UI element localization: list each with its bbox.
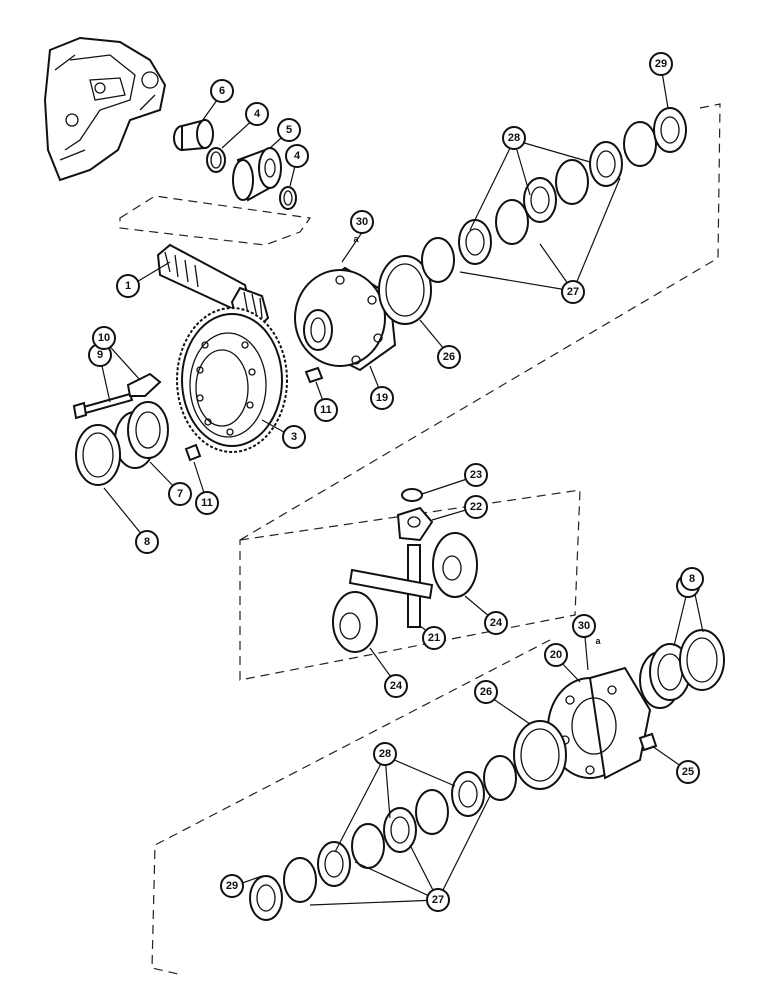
svg-text:28: 28 <box>508 132 520 144</box>
callout-26b: 26 <box>474 680 498 704</box>
svg-text:11: 11 <box>201 497 213 509</box>
svg-text:1: 1 <box>125 280 131 292</box>
callout-8b: 8 <box>680 567 704 591</box>
callout-24a: 24 <box>484 611 508 635</box>
ring-gear <box>176 307 288 453</box>
callout-10: 10 <box>92 326 116 350</box>
ring-26-lower <box>513 720 567 790</box>
svg-text:29: 29 <box>655 58 667 70</box>
callout-11b: 11 <box>195 491 219 515</box>
svg-text:7: 7 <box>177 488 183 500</box>
upper-assembly-outline <box>239 103 721 541</box>
svg-text:23: 23 <box>470 469 482 481</box>
axle-housing <box>43 36 167 182</box>
svg-text:25: 25 <box>682 766 694 778</box>
callout-5: 5 <box>277 118 301 142</box>
pin-11-upper <box>304 366 324 384</box>
clutch-pack-lower <box>249 755 517 921</box>
bearing-7-left <box>114 401 169 469</box>
svg-text:27: 27 <box>567 286 579 298</box>
bearing-5 <box>232 147 282 202</box>
callout-8a: 8 <box>135 530 159 554</box>
pinion-group-outline <box>119 195 312 246</box>
svg-text:28: 28 <box>379 748 391 760</box>
diff-case-20 <box>547 666 652 780</box>
svg-text:29: 29 <box>226 880 238 892</box>
callout-4b: 4 <box>285 144 309 168</box>
callout-23: 23 <box>464 463 488 487</box>
spider-shaft-21 <box>348 544 434 628</box>
svg-text:8: 8 <box>689 573 695 585</box>
side-gear-24-right <box>432 532 478 598</box>
svg-text:22: 22 <box>470 501 482 513</box>
svg-text:9: 9 <box>97 349 103 361</box>
bearing-cup-8-left <box>75 424 121 486</box>
pin-11-lower <box>184 443 202 462</box>
callout-4a: 4 <box>245 102 269 126</box>
callout-27b: 27 <box>426 888 450 912</box>
callout-28b: 28 <box>373 742 397 766</box>
clutch-pack-upper <box>421 107 687 283</box>
callout-30b: 30 <box>572 614 596 638</box>
svg-text:30: 30 <box>578 620 590 632</box>
ring-26-upper <box>378 255 432 325</box>
callouts: 1 3 4 4 5 6 7 7 8 8 9 10 11 11 19 20 21 … <box>88 52 704 912</box>
svg-text:24: 24 <box>490 617 503 629</box>
callout-25: 25 <box>676 760 700 784</box>
callout-22: 22 <box>464 495 488 519</box>
svg-text:4: 4 <box>254 108 261 120</box>
svg-text:21: 21 <box>428 632 440 644</box>
shim-4-upper <box>206 147 226 173</box>
note-30-upper: a <box>353 234 359 244</box>
callout-1: 1 <box>116 274 140 298</box>
svg-text:27: 27 <box>432 894 444 906</box>
callout-19: 19 <box>370 386 394 410</box>
bearing-cup-8-right <box>679 629 725 691</box>
svg-text:8: 8 <box>144 536 150 548</box>
callout-29b: 29 <box>220 874 244 898</box>
note-30-lower: a <box>595 636 601 646</box>
callout-6: 6 <box>210 79 234 103</box>
callout-26a: 26 <box>437 345 461 369</box>
svg-text:26: 26 <box>443 351 455 363</box>
callout-7a: 7 <box>168 482 192 506</box>
callout-30a: 30 <box>350 210 374 234</box>
spacer-6 <box>173 118 214 152</box>
shim-4-lower <box>279 186 297 210</box>
callout-29a: 29 <box>649 52 673 76</box>
svg-text:11: 11 <box>320 404 332 416</box>
svg-text:3: 3 <box>291 431 297 443</box>
svg-text:19: 19 <box>376 392 388 404</box>
svg-text:10: 10 <box>98 332 110 344</box>
svg-text:20: 20 <box>550 649 562 661</box>
callout-3: 3 <box>282 425 306 449</box>
callout-21: 21 <box>422 626 446 650</box>
svg-text:5: 5 <box>286 124 292 136</box>
svg-text:6: 6 <box>219 85 225 97</box>
callout-24b: 24 <box>384 674 408 698</box>
svg-text:26: 26 <box>480 686 492 698</box>
pinion-gear-22 <box>396 506 434 542</box>
callout-20: 20 <box>544 643 568 667</box>
diff-case-19 <box>294 266 397 372</box>
callout-28a: 28 <box>502 126 526 150</box>
leader-lines <box>99 65 704 906</box>
thrust-washer-23 <box>401 488 423 502</box>
side-gear-24-left <box>332 591 378 653</box>
lock-plate-10 <box>126 372 162 397</box>
callout-11a: 11 <box>314 398 338 422</box>
svg-text:24: 24 <box>390 680 403 692</box>
svg-text:4: 4 <box>294 150 301 162</box>
svg-text:30: 30 <box>356 216 368 228</box>
callout-27a: 27 <box>561 280 585 304</box>
bolt-9 <box>72 392 134 420</box>
